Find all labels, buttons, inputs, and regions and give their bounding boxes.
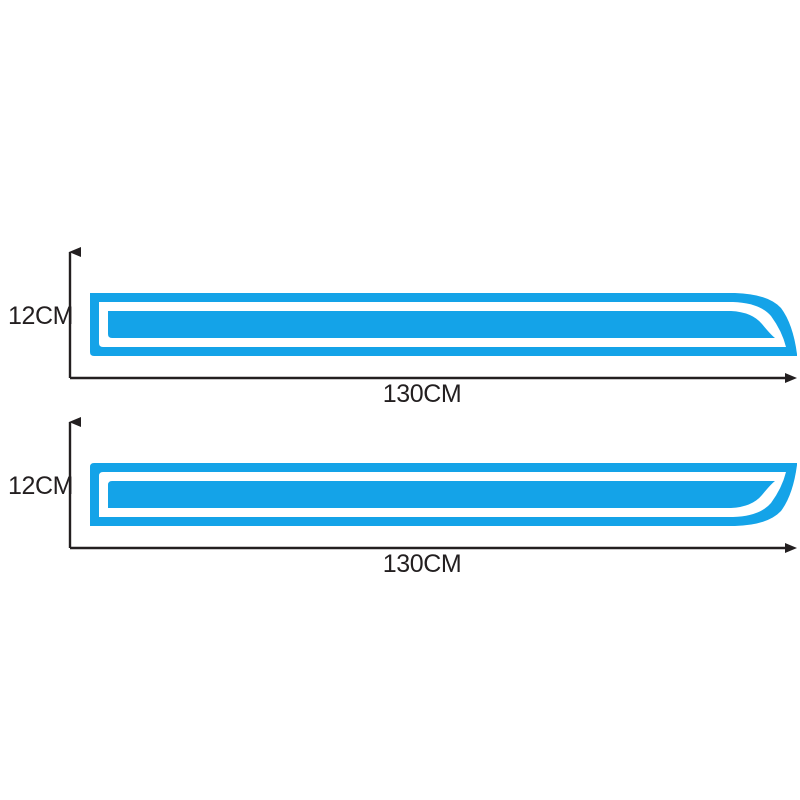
decal-diagram-top: 12CM 130CM [8,247,797,408]
decal-diagram-bottom: 12CM 130CM [8,417,797,578]
decal-shape-bottom [90,463,797,526]
decal-inner-fill-top [108,311,775,338]
length-label-bottom: 130CM [383,550,462,578]
height-label-top: 12CM [8,302,73,330]
decal-shape-top [90,293,797,356]
height-label-bottom: 12CM [8,472,73,500]
decal-inner-fill-bottom [108,481,775,508]
length-label-top: 130CM [383,380,462,408]
